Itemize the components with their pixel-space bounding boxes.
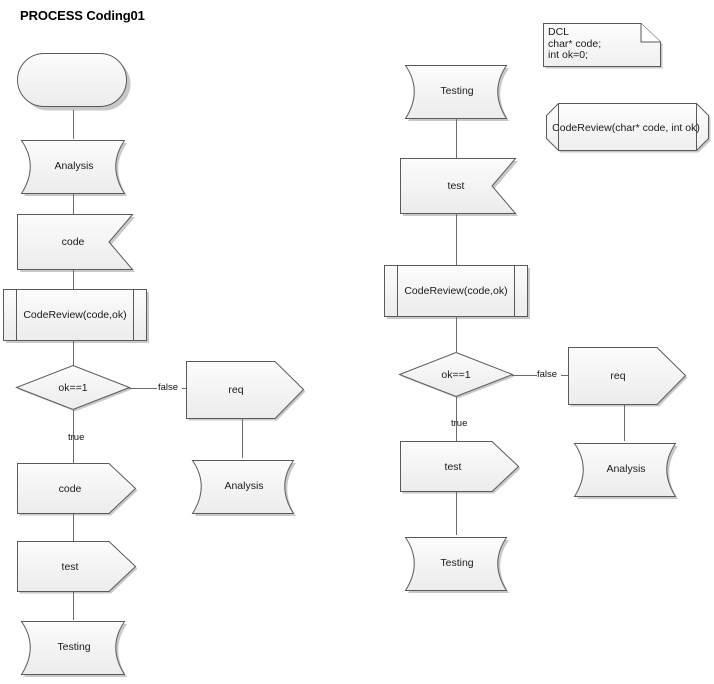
node-l-analysis2[interactable]: Analysis (188, 458, 300, 516)
node-l-test-arrow[interactable]: test (17, 541, 138, 594)
connector (73, 410, 74, 466)
connector (561, 375, 570, 376)
edge-label-true: true (451, 418, 468, 429)
connector (73, 340, 74, 366)
node-l-decision[interactable]: ok==1 (15, 364, 132, 412)
connector (242, 418, 243, 458)
connector (512, 375, 537, 376)
connector (73, 269, 74, 289)
node-r-req[interactable]: req (568, 347, 688, 407)
edge-label-false: false (158, 382, 179, 393)
node-r-testing2[interactable]: Testing (401, 535, 513, 593)
node-r-decision[interactable]: ok==1 (398, 351, 515, 399)
node-l-analysis[interactable]: Analysis (17, 138, 131, 196)
connector (456, 316, 457, 352)
connector (456, 492, 457, 535)
node-r-test-flag[interactable]: test (400, 158, 520, 216)
node-l-start[interactable] (17, 53, 131, 111)
annotation-note-dcl[interactable]: DCL char* code; int ok=0; (543, 23, 663, 69)
node-r-test-arrow[interactable]: test (400, 441, 521, 494)
node-l-codereview[interactable]: CodeReview(code,ok) (3, 289, 149, 343)
connector (73, 110, 74, 139)
connector (456, 118, 457, 158)
node-l-code-arrow[interactable]: code (17, 463, 138, 516)
node-l-req[interactable]: req (186, 361, 306, 421)
node-r-analysis[interactable]: Analysis (570, 441, 682, 499)
connector (73, 514, 74, 542)
connector (73, 193, 74, 214)
connector (73, 592, 74, 620)
page-title: PROCESS Coding01 (20, 8, 145, 23)
node-r-testing[interactable]: Testing (401, 63, 513, 121)
edge-label-true: true (68, 432, 85, 443)
edge-label-false: false (537, 369, 558, 380)
connector (456, 213, 457, 266)
node-r-codereview[interactable]: CodeReview(code,ok) (384, 265, 530, 319)
node-l-code-flag[interactable]: code (17, 214, 137, 272)
connector (456, 397, 457, 443)
connector (624, 404, 625, 441)
connector (129, 388, 157, 389)
node-l-testing[interactable]: Testing (17, 619, 131, 677)
annotation-signature-codereview[interactable]: CodeReview(char* code, int ok) (546, 103, 711, 153)
